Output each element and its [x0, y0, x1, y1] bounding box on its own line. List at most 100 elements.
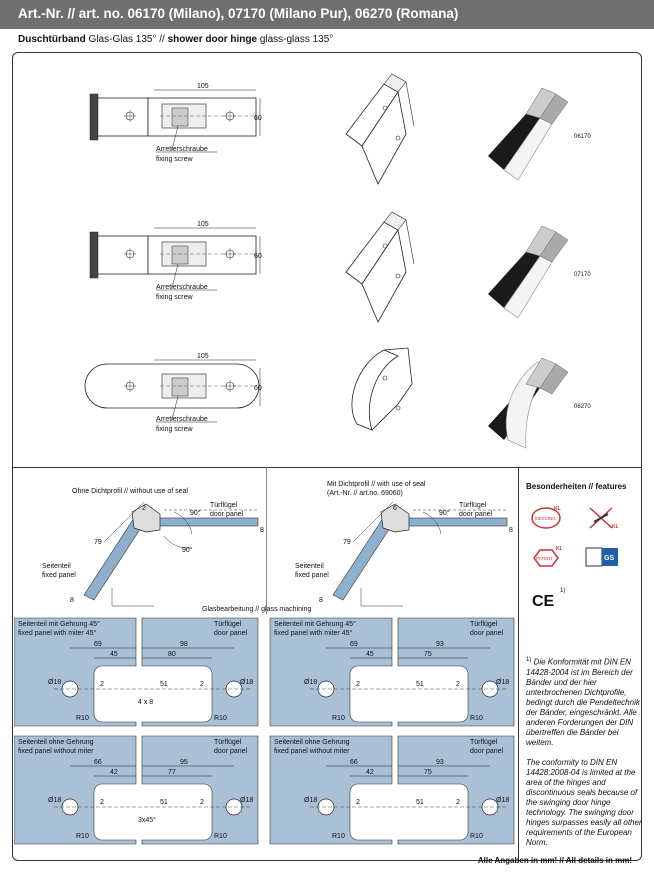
drawing-frame — [12, 52, 642, 861]
hole-label-right: Ø18 — [496, 797, 509, 804]
hinge-section — [131, 503, 161, 533]
dim-c1: 2 — [100, 799, 104, 806]
product-code: 07170 — [574, 272, 591, 278]
product-code: 06170 — [574, 134, 591, 140]
screw-icon — [382, 105, 388, 111]
dim-d2: 42 — [110, 769, 118, 776]
hole-label-right: Ø18 — [240, 797, 253, 804]
tool-free-icon: KL — [589, 507, 619, 530]
dim-d2: 42 — [366, 769, 374, 776]
conformity-note-en: The conformity to DIN EN 14428:2008-04 i… — [526, 758, 642, 847]
section-left-dim-8a: 8 — [70, 597, 74, 604]
subtitle-en-bold: shower door hinge — [167, 34, 258, 45]
hole-label-left: Ø18 — [48, 797, 61, 804]
dim-d4: 80 — [168, 651, 176, 658]
section-mid-door-en: door panel — [459, 511, 493, 518]
subtitle-de-rest: Glas-Glas 135° // — [85, 34, 168, 45]
note-de-text: Die Konformität mit DIN EN 14428-2004 is… — [526, 657, 640, 747]
product-photo — [488, 87, 569, 181]
machining-title: Glasbearbeitung // glass machining — [202, 606, 311, 613]
gs-badge-text: GS — [604, 555, 614, 562]
fixed-panel-label-en: fixed panel with miter 45° — [18, 629, 96, 637]
gs-badge-icon: GS — [585, 547, 618, 567]
dim-c1: 2 — [100, 681, 104, 688]
patent-badge-kl: KL — [556, 546, 563, 552]
dim-c1: 2 — [356, 681, 360, 688]
door-panel-label-de: Türflügel — [470, 621, 498, 628]
dim-d2: 45 — [366, 651, 374, 658]
screw-icon — [395, 405, 401, 411]
dim-width: 105 — [197, 83, 209, 90]
door-panel — [141, 617, 259, 727]
dim-d4: 75 — [424, 769, 432, 776]
dim-d3: 95 — [180, 759, 188, 766]
dim-width: 105 — [197, 353, 209, 360]
header-bar: Art.-Nr. // art. no. 06170 (Milano), 071… — [0, 0, 654, 29]
feature-icons: MESSING KL KL PATENT KL GS CE 1) — [531, 506, 619, 610]
hole-label-right: Ø18 — [496, 679, 509, 686]
section-left-fixed-de: Seitenteil — [42, 563, 71, 570]
door-panel-label-en: door panel — [214, 748, 248, 755]
section-left-drawing: Ohne Dichtprofil // without use of seal … — [42, 488, 264, 607]
door-panel-label-en: door panel — [214, 630, 248, 637]
radius-label-right: R10 — [470, 715, 483, 722]
hole-label-left: Ø18 — [48, 679, 61, 686]
section-mid-angle-a: 90° — [439, 509, 450, 517]
features-title: Besonderheiten // features — [526, 482, 627, 491]
dim-c3: 2 — [456, 681, 460, 688]
section-left-dim-79: 79 — [94, 539, 102, 546]
dim-c1: 2 — [356, 799, 360, 806]
hinge-section — [380, 503, 410, 533]
subtitle-de-bold: Duschtürband — [18, 34, 86, 45]
door-panel-label-de: Türflügel — [214, 621, 242, 628]
subtitle: Duschtürband Glas-Glas 135° // shower do… — [18, 34, 333, 45]
fixed-panel-label-en: fixed panel without miter — [274, 748, 350, 755]
door-panel — [141, 735, 259, 845]
section-mid-dim-8b: 8 — [509, 527, 513, 534]
screw-label-en: fixing screw — [156, 156, 194, 163]
screw-label-de: Arretierschraube — [156, 416, 208, 423]
dim-d4: 77 — [168, 769, 176, 776]
conformity-note-de: 1) Die Konformität mit DIN EN 14428-2004… — [526, 655, 644, 748]
section-mid-dim-8a: 8 — [319, 597, 323, 604]
dim-height: 60 — [254, 253, 262, 260]
machining-title-svg: Glasbearbeitung // glass machining — [202, 606, 311, 613]
screw-label-de: Arretierschraube — [156, 284, 208, 291]
dim-c2: 51 — [160, 799, 168, 806]
divider-horizontal — [12, 467, 642, 468]
dim-d1: 66 — [350, 759, 358, 766]
dim-d3: 93 — [436, 759, 444, 766]
fixed-panel — [269, 735, 393, 845]
door-panel-label-de: Türflügel — [470, 739, 498, 746]
divider-vertical-2 — [518, 467, 519, 861]
brass-badge-kl: KL — [554, 506, 561, 512]
section-left-door-en: door panel — [210, 511, 244, 518]
fixed-panel-label-en: fixed panel with miter 45° — [274, 629, 352, 637]
ce-mark: CE — [532, 593, 555, 610]
radius-label-right: R10 — [470, 833, 483, 840]
subtitle-en-rest: glass-glass 135° — [257, 34, 334, 45]
radius-label-right: R10 — [214, 715, 227, 722]
fixed-panel — [14, 617, 137, 727]
page-title: Art.-Nr. // art. no. 06170 (Milano), 071… — [18, 6, 459, 21]
radius-label-left: R10 — [76, 715, 89, 722]
dim-d3: 93 — [436, 641, 444, 648]
dim-height: 60 — [254, 115, 262, 122]
radius-label-right: R10 — [214, 833, 227, 840]
section-mid-door-de: Türflügel — [459, 502, 487, 509]
isometric-drawing — [345, 73, 415, 185]
door-panel-label-en: door panel — [470, 748, 504, 755]
dim-c3: 2 — [200, 799, 204, 806]
isometric-drawing — [351, 347, 413, 431]
section-mid-dim-6: 6 — [393, 505, 397, 512]
hole-label-left: Ø18 — [304, 797, 317, 804]
fixed-panel-label-en: fixed panel without miter — [18, 748, 94, 755]
door-panel-glass — [145, 517, 259, 527]
fixed-panel — [269, 617, 393, 727]
fixed-panel-label-de: Seitenteil mit Gehrung 45° — [18, 620, 100, 628]
note-mark: 1) — [526, 657, 532, 663]
